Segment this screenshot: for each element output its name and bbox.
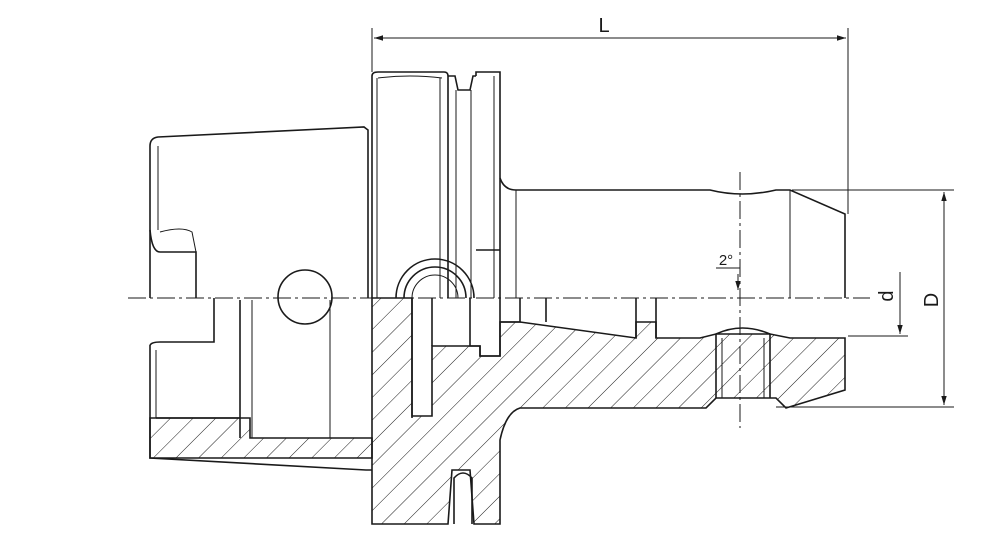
dimension-d: d [848, 272, 908, 337]
cross-hole [277, 269, 333, 325]
shank-lower-outline [149, 345, 372, 471]
D-label: D [921, 293, 943, 307]
L-label: L [598, 15, 609, 37]
flange-key-slot [453, 472, 473, 524]
lower-section-view [149, 297, 846, 525]
side-coolant-hole-inner [403, 266, 467, 299]
dimension-D: D [776, 189, 954, 408]
side-coolant-hole-outer [395, 258, 475, 299]
body-outline [499, 177, 846, 298]
upper-exterior-view [149, 71, 846, 325]
v-groove [448, 75, 476, 91]
radial-thread-hole [715, 327, 771, 398]
drive-slot [149, 229, 197, 298]
dimension-taper-angle: 2° [716, 252, 741, 290]
drive-slot-curve [159, 228, 197, 253]
dimension-L: L [371, 15, 849, 214]
rear-collar [475, 71, 501, 298]
side-coolant-hole-bore [411, 274, 459, 299]
d-label: d [876, 290, 898, 301]
flange-outline [371, 71, 449, 298]
clamp-recess [469, 298, 501, 357]
flange-top-curve [377, 75, 443, 79]
shank-section [149, 417, 373, 459]
bore-step-lines [500, 298, 657, 338]
angle-label: 2° [719, 252, 733, 269]
shank-bore-outline [149, 298, 215, 346]
flange-body-section [371, 297, 846, 525]
taper-shank-outline [149, 126, 369, 298]
